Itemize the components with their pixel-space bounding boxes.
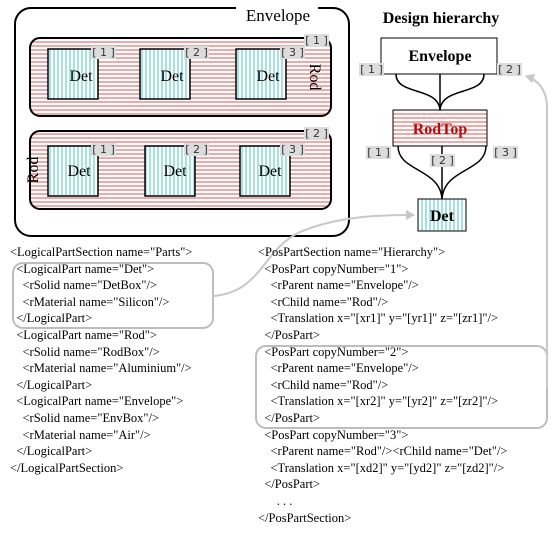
code-line: . . . xyxy=(258,493,293,508)
code-line: <PosPart copyNumber="1"> xyxy=(258,261,409,276)
code-line: <rSolid name="EnvBox"/> xyxy=(10,410,160,425)
badge-tree-rod-1: [ 1 ] xyxy=(367,146,390,159)
node-envelope-label: Envelope xyxy=(408,48,471,65)
arrow-pospart2-to-badge xyxy=(525,73,548,388)
code-line: </LogicalPart> xyxy=(10,444,93,459)
logical-part-section-code: <LogicalPartSection name="Parts"> <Logic… xyxy=(10,244,192,476)
det-label-5: Det xyxy=(163,163,187,180)
node-det-label: Det xyxy=(430,208,455,225)
code-line: <rParent name="Envelope"/> xyxy=(258,278,419,293)
code-line: <rMaterial name="Aluminium"/> xyxy=(10,361,192,376)
det-box-4 xyxy=(47,145,99,197)
badge-rod2-det1: [ 1 ] xyxy=(92,143,115,156)
node-rodtop xyxy=(392,109,488,147)
code-line: <Translation x="[xr2]" y="[yr2]" z="[zr2… xyxy=(258,394,499,409)
code-line: <rParent name="Rod"/><rChild name="Det"/… xyxy=(258,444,508,459)
det-box-3 xyxy=(235,48,287,100)
node-det xyxy=(417,198,467,232)
badge-tree-env-1: [ 1 ] xyxy=(360,63,383,76)
code-line: </PosPart> xyxy=(258,327,321,342)
det-label-1: Det xyxy=(69,68,93,85)
code-line: <rMaterial name="Air"/> xyxy=(10,427,151,442)
code-line: <rSolid name="DetBox"/> xyxy=(10,278,157,293)
code-line: </PosPart> xyxy=(258,410,321,425)
code-line: <LogicalPartSection name="Parts"> xyxy=(10,245,193,259)
pos-part-section-code: <PosPartSection name="Hierarchy"> <PosPa… xyxy=(258,244,507,526)
rod-bottom-label: Rod xyxy=(25,157,42,184)
badge-rod-2: [ 2 ] xyxy=(305,127,328,140)
hierarchy-title: Design hierarchy xyxy=(383,10,500,27)
badge-rod2-det3: [ 3 ] xyxy=(281,143,304,156)
det-label-4: Det xyxy=(67,163,91,180)
code-line: <rSolid name="RodBox"/> xyxy=(10,344,160,359)
code-line: <LogicalPart name="Det"> xyxy=(10,261,155,276)
badge-rod2-det2: [ 2 ] xyxy=(185,143,208,156)
node-rodtop-label: RodTop xyxy=(413,121,468,138)
badge-tree-rod-3: [ 3 ] xyxy=(494,146,517,159)
code-line: <Translation x="[xr1]" y="[yr1]" z="[zr1… xyxy=(258,311,499,326)
det-label-3: Det xyxy=(256,68,280,85)
node-envelope xyxy=(380,37,498,75)
code-line: <LogicalPart name="Rod"> xyxy=(10,327,157,342)
code-line: </LogicalPart> xyxy=(10,377,93,392)
code-line: <PosPart copyNumber="3"> xyxy=(258,427,409,442)
code-line: <rChild name="Rod"/> xyxy=(258,377,389,392)
code-line: <rChild name="Rod"/> xyxy=(258,294,389,309)
envelope-title: Envelope xyxy=(246,6,310,25)
code-line: </LogicalPartSection> xyxy=(10,460,124,475)
code-line: <PosPartSection name="Hierarchy"> xyxy=(258,245,446,259)
code-line: </PosPartSection> xyxy=(258,510,352,525)
badge-rod1-det3: [ 3 ] xyxy=(281,46,304,59)
badge-tree-rod-2: [ 2 ] xyxy=(431,154,454,167)
det-box-2 xyxy=(139,48,191,100)
code-line: <Translation x="[xd2]" y="[yd2]" z="[zd2… xyxy=(258,460,505,475)
rod-top-label: Rod xyxy=(306,64,323,91)
badge-rod1-det2: [ 2 ] xyxy=(185,46,208,59)
code-line: <rParent name="Envelope"/> xyxy=(258,361,419,376)
badge-rod-1: [ 1 ] xyxy=(305,34,328,47)
arrow-det-to-node xyxy=(212,210,415,297)
det-label-2: Det xyxy=(160,68,184,85)
badge-tree-env-2: [ 2 ] xyxy=(498,63,521,76)
badge-rod1-det1: [ 1 ] xyxy=(92,46,115,59)
code-line: <LogicalPart name="Envelope"> xyxy=(10,394,184,409)
code-line: </LogicalPart> xyxy=(10,311,93,326)
envelope-title-mask xyxy=(236,5,318,25)
code-line: </PosPart> xyxy=(258,477,321,492)
det-box-1 xyxy=(47,48,99,100)
code-line: <PosPart copyNumber="2"> xyxy=(258,344,409,359)
code-line: <rMaterial name="Silicon"/> xyxy=(10,294,170,309)
det-label-6: Det xyxy=(258,163,282,180)
